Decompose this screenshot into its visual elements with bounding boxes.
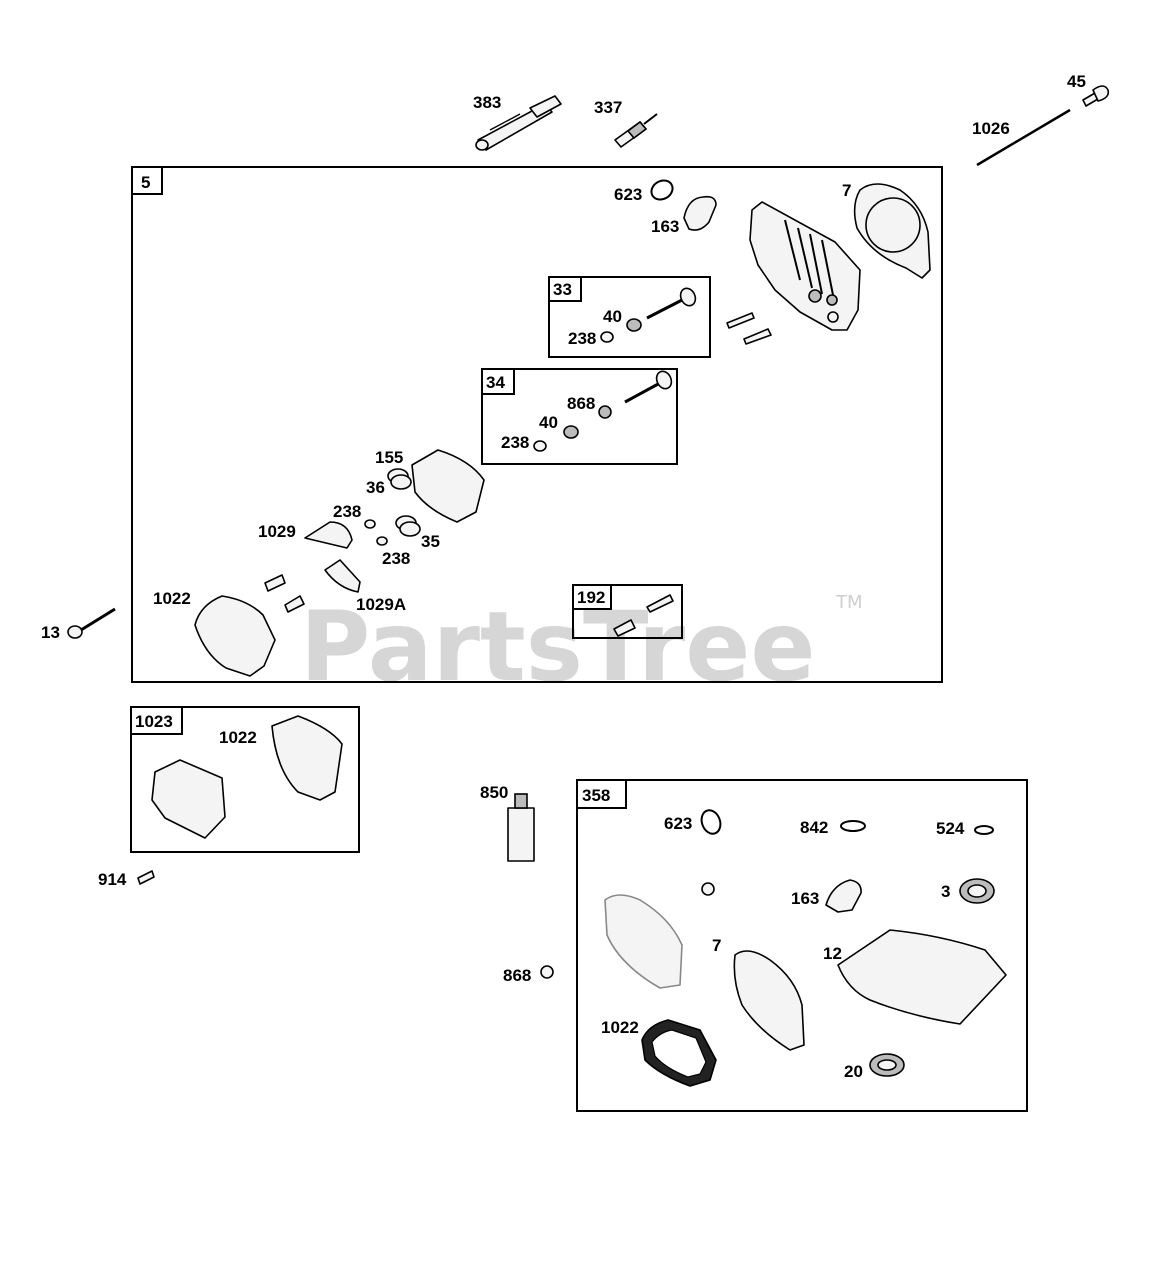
part-623-ring [650,179,674,201]
callout-1029: 1029 [258,522,296,541]
callout-7-a: 7 [842,181,851,200]
part-163-gasket-b [825,879,862,913]
kit-label-34: 34 [486,373,505,392]
callout-155: 155 [375,448,403,467]
part-35-spring [395,515,421,537]
callout-13: 13 [41,623,60,642]
part-36-spring [387,468,412,490]
callout-36: 36 [366,478,385,497]
kit-box-358 [576,779,1028,1112]
callout-623-b: 623 [664,814,692,833]
kit-label-1023: 1023 [135,712,173,731]
callout-45: 45 [1067,72,1086,91]
callout-40-b: 40 [539,413,558,432]
callout-383: 383 [473,93,501,112]
cylinder-head-drawing [749,201,861,331]
callout-842: 842 [800,818,828,837]
callout-163-b: 163 [791,889,819,908]
kit-tag-5 [131,166,163,195]
callout-35: 35 [421,532,440,551]
part-524-ring [974,825,994,835]
kit-tag-192 [572,584,612,610]
part-1029-rocker [304,521,353,549]
part-stud-2 [284,595,305,613]
part-1022-gasket-a [194,595,276,677]
callout-868-b: 868 [503,966,531,985]
part-192-drawing [613,594,674,637]
part-623-ring-b [700,809,722,835]
part-238-cap-1 [364,519,376,529]
callout-12: 12 [823,944,842,963]
part-1026-drawing [976,108,1071,167]
kit-box-192 [572,584,683,639]
callout-238-d: 238 [382,549,410,568]
callout-914: 914 [98,870,127,889]
part-13-bolt [67,607,116,639]
watermark-trademark: TM [835,592,863,613]
callout-3: 3 [941,882,950,901]
callout-1026: 1026 [972,119,1010,138]
callout-20: 20 [844,1062,863,1081]
part-1029A-rocker [324,559,361,593]
part-33-valve [600,287,697,343]
part-34-valve [533,370,673,452]
callout-238-b: 238 [501,433,529,452]
kit-tag-358 [576,779,627,809]
part-stud-1 [264,574,286,592]
part-868-plug [540,965,554,979]
part-1023-valve-cover [151,759,226,839]
callout-238-a: 238 [568,329,596,348]
part-155-plate [411,449,485,523]
callout-238-c: 238 [333,502,361,521]
part-842-ring [840,820,866,832]
callout-337: 337 [594,98,622,117]
kit-box-33 [548,276,711,358]
part-238-cap-2 [376,536,388,546]
callout-163-a: 163 [651,217,679,236]
kit-box-34 [481,368,678,465]
kit-tag-33 [548,276,582,302]
kit-tag-1023 [130,706,183,735]
callout-40-a: 40 [603,307,622,326]
callout-850: 850 [480,783,508,802]
part-head-bolts [726,312,772,345]
part-850-tube [507,793,535,862]
callout-868-a: 868 [567,394,595,413]
callout-7-b: 7 [712,936,721,955]
watermark-text: PartsTree [300,591,815,703]
callout-1022-a: 1022 [153,589,191,608]
part-12-gasket [837,929,1007,1025]
part-20-seal [869,1053,905,1077]
kit-box-5 [131,166,943,683]
part-3-seal [959,878,995,904]
part-337-drawing [614,113,658,148]
part-7-head-gasket-b [733,950,805,1051]
kit-label-33: 33 [553,280,572,299]
callout-623-a: 623 [614,185,642,204]
kit-label-5: 5 [141,173,150,192]
part-small-plug-358 [701,882,715,896]
part-914-screw [137,870,155,885]
callout-1022-c: 1022 [601,1018,639,1037]
part-1022-gasket-b [271,715,343,801]
kit-box-1023 [130,706,360,853]
kit-tag-34 [481,368,515,395]
kit-label-358: 358 [582,786,610,805]
callout-1022-b: 1022 [219,728,257,747]
kit-label-192: 192 [577,588,605,607]
part-163-gasket [683,195,717,231]
part-383-drawing [475,95,562,151]
part-gasket-faded [604,894,683,989]
part-45-drawing [1082,85,1110,107]
callout-524: 524 [936,819,965,838]
callout-1029A: 1029A [356,595,406,614]
